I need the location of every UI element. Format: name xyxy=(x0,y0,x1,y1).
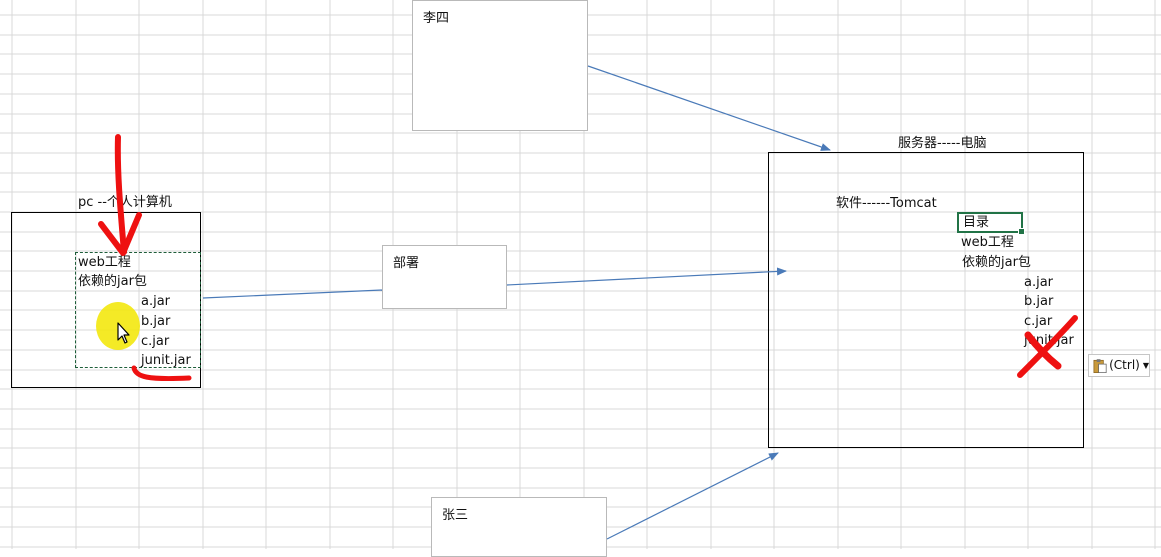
server-jar-cell[interactable]: junit.jar xyxy=(1024,333,1074,348)
pc-jar-cell[interactable]: b.jar xyxy=(141,314,171,329)
server-software-cell[interactable]: 软件------Tomcat xyxy=(836,196,937,211)
lisi-label: 李四 xyxy=(423,11,450,26)
caret-down-icon: ▼ xyxy=(1142,361,1149,370)
server-jar-cell[interactable]: c.jar xyxy=(1024,314,1053,329)
deploy-label: 部署 xyxy=(393,256,420,271)
lisi-shape[interactable]: 李四 xyxy=(412,0,588,131)
server-jar-cell[interactable]: a.jar xyxy=(1024,275,1054,290)
pc-jar-cell[interactable]: c.jar xyxy=(141,334,170,349)
deploy-shape[interactable]: 部署 xyxy=(382,245,507,309)
pc-jar-cell[interactable]: a.jar xyxy=(141,294,171,309)
pc-jar-cell[interactable]: junit.jar xyxy=(141,353,191,368)
server-jar-cell[interactable]: b.jar xyxy=(1024,294,1054,309)
mouse-pointer-icon xyxy=(117,322,130,344)
server-dir-cell: 目录 xyxy=(963,215,990,230)
pc-project-cell[interactable]: web工程 xyxy=(78,255,131,270)
active-cell[interactable]: 目录 xyxy=(957,212,1025,235)
clipboard-icon xyxy=(1093,358,1107,373)
pc-deps-cell[interactable]: 依赖的jar包 xyxy=(78,274,147,289)
paste-options-label: (Ctrl) xyxy=(1109,358,1140,372)
server-deps-cell[interactable]: 依赖的jar包 xyxy=(962,255,1031,270)
paste-options-button[interactable]: (Ctrl) ▼ xyxy=(1088,354,1150,377)
pc-title: pc --个人计算机 xyxy=(78,195,172,210)
server-frame xyxy=(768,152,1084,448)
zhangsan-label: 张三 xyxy=(442,508,469,523)
server-project-cell[interactable]: web工程 xyxy=(961,235,1014,250)
server-title: 服务器-----电脑 xyxy=(898,136,987,151)
zhangsan-shape[interactable]: 张三 xyxy=(431,497,607,557)
fill-handle[interactable] xyxy=(1018,228,1025,235)
